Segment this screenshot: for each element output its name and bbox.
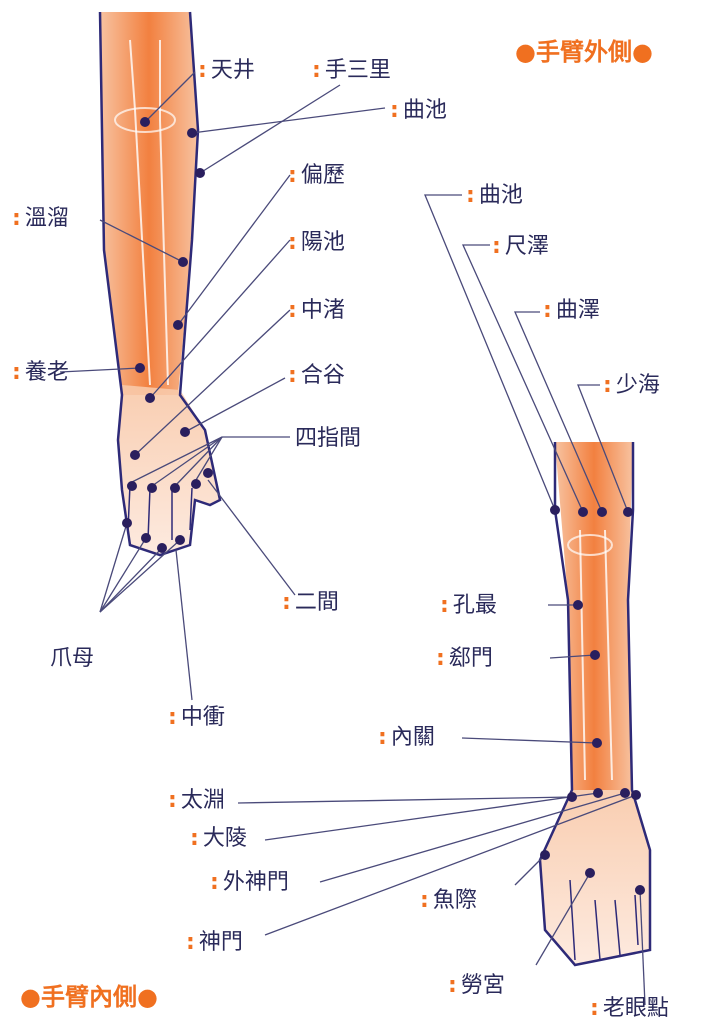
label-pianli: :偏歷 bbox=[288, 165, 345, 187]
point-wenliu bbox=[178, 257, 188, 267]
point-shaohai bbox=[623, 507, 633, 517]
point-zhuamu-2 bbox=[141, 533, 151, 543]
point-sizhijian-3 bbox=[170, 483, 180, 493]
point-chize bbox=[578, 507, 588, 517]
label-zhuamu: 爪母 bbox=[50, 648, 94, 670]
label-quze: :曲澤 bbox=[543, 300, 600, 322]
point-erjian bbox=[203, 468, 213, 478]
label-yanglao: :養老 bbox=[12, 362, 69, 384]
label-yuji: :魚際 bbox=[420, 890, 477, 912]
label-quchi-outer: :曲池 bbox=[390, 100, 447, 122]
point-sizhijian-2 bbox=[147, 483, 157, 493]
point-shousanli bbox=[195, 168, 205, 178]
point-taiyuan bbox=[567, 792, 577, 802]
label-tianjing: :天井 bbox=[198, 60, 255, 82]
point-tianjing bbox=[140, 117, 150, 127]
label-yangchi: :陽池 bbox=[288, 232, 345, 254]
point-sizhijian-4 bbox=[191, 479, 201, 489]
point-yanglao bbox=[135, 363, 145, 373]
label-laogong: :勞宮 bbox=[448, 975, 505, 997]
point-yangchi bbox=[145, 393, 155, 403]
point-hegu bbox=[180, 427, 190, 437]
label-neiguan: :內關 bbox=[378, 727, 435, 749]
point-laogong bbox=[585, 868, 595, 878]
point-sizhijian-1 bbox=[127, 481, 137, 491]
point-kongzui bbox=[573, 600, 583, 610]
label-taiyuan: :太淵 bbox=[168, 790, 225, 812]
label-shaohai: :少海 bbox=[603, 375, 660, 397]
title-inner-arm: ●手臂內側● bbox=[20, 985, 158, 1009]
label-ximen: :郄門 bbox=[436, 648, 493, 670]
point-zhuamu-1 bbox=[122, 518, 132, 528]
point-ximen bbox=[590, 650, 600, 660]
label-hegu: :合谷 bbox=[288, 365, 345, 387]
point-neiguan bbox=[592, 738, 602, 748]
label-zhongzhu: :中渚 bbox=[288, 300, 345, 322]
point-zhongzhu bbox=[130, 450, 140, 460]
inner-hand-shape bbox=[540, 790, 650, 965]
point-zhuamu-4 bbox=[175, 535, 185, 545]
label-kongzui: :孔最 bbox=[440, 595, 497, 617]
label-quchi-inner: :曲池 bbox=[466, 185, 523, 207]
point-pianli bbox=[173, 320, 183, 330]
point-daling bbox=[593, 788, 603, 798]
label-daling: :大陵 bbox=[190, 828, 247, 850]
label-shenmen: :神門 bbox=[186, 932, 243, 954]
label-sizhijian: 四指間 bbox=[295, 428, 361, 450]
title-inner-text: 手臂內側 bbox=[41, 983, 137, 1011]
point-quze bbox=[597, 507, 607, 517]
point-quchi-inner bbox=[550, 505, 560, 515]
point-quchi-outer bbox=[187, 128, 197, 138]
label-shousanli: :手三里 bbox=[312, 60, 391, 82]
label-zhongchong: :中衝 bbox=[168, 707, 225, 729]
label-wenliu: :溫溜 bbox=[12, 208, 69, 230]
point-laoyandian bbox=[635, 885, 645, 895]
point-shenmen bbox=[631, 790, 641, 800]
label-erjian: :二間 bbox=[282, 592, 339, 614]
title-outer-text: 手臂外側 bbox=[536, 38, 632, 66]
point-waishenmen bbox=[620, 788, 630, 798]
title-outer-arm: ●手臂外側● bbox=[515, 40, 653, 64]
point-yuji bbox=[540, 850, 550, 860]
label-chize: :尺澤 bbox=[492, 236, 549, 258]
label-waishenmen: :外神門 bbox=[210, 872, 289, 894]
point-zhuamu-3 bbox=[157, 543, 167, 553]
label-laoyandian: :老眼點 bbox=[590, 998, 669, 1020]
